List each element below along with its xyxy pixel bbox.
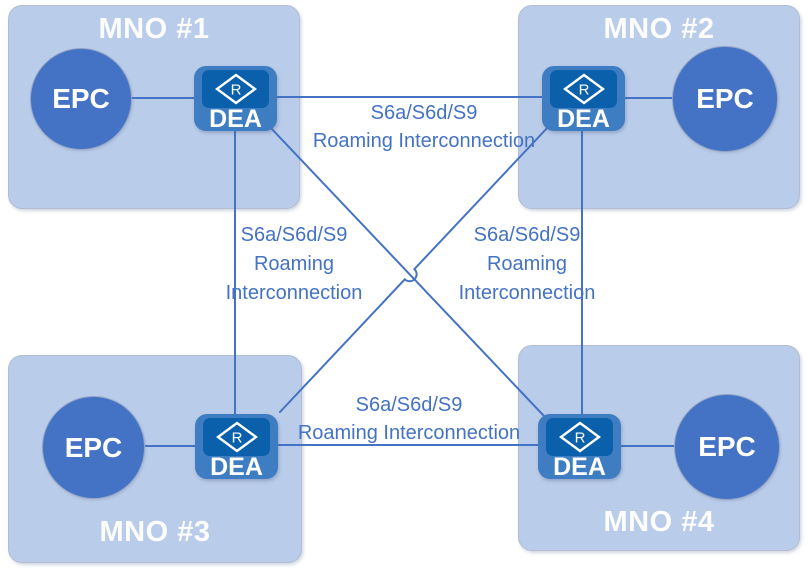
svg-text:R: R: [231, 430, 242, 447]
mno2-title: MNO #2: [603, 13, 715, 45]
dea-router-chip: R: [546, 418, 613, 456]
link-label-line: Roaming: [486, 253, 568, 275]
mno4-dea-node: R DEA: [538, 414, 621, 481]
link-label-line: Roaming Interconnection: [297, 422, 521, 444]
mno3-title: MNO #3: [99, 516, 211, 548]
diamond-r-icon: R: [214, 73, 257, 105]
diamond-r-icon: R: [562, 73, 605, 105]
dea-router-chip: R: [550, 70, 617, 108]
svg-text:R: R: [574, 430, 585, 447]
mno1-dea-node: R DEA: [194, 66, 277, 133]
dea-label: DEA: [553, 453, 606, 481]
mno2-epc-node: EPC: [672, 46, 778, 152]
link-label-line: S6a/S6d/S9: [370, 102, 478, 124]
link-label-line: Roaming Interconnection: [312, 130, 536, 152]
link-label-line: Interconnection: [225, 282, 363, 304]
dea-label: DEA: [557, 105, 610, 133]
link-label-line: S6a/S6d/S9: [473, 224, 581, 246]
mno3-epc-node: EPC: [42, 396, 145, 499]
svg-text:R: R: [230, 82, 241, 99]
diamond-r-icon: R: [215, 421, 258, 453]
mno1-epc-node: EPC: [30, 48, 132, 150]
link-label-left: S6a/S6d/S9 Roaming Interconnection: [226, 221, 363, 308]
mno4-title: MNO #4: [603, 506, 715, 538]
dea-router-chip: R: [203, 418, 270, 456]
dea-label: DEA: [209, 105, 262, 133]
link-label-right: S6a/S6d/S9 Roaming Interconnection: [459, 221, 596, 308]
link-label-top: S6a/S6d/S9 Roaming Interconnection: [313, 99, 535, 155]
svg-text:R: R: [578, 82, 589, 99]
mno1-title: MNO #1: [98, 13, 210, 45]
link-label-line: Interconnection: [458, 282, 596, 304]
dea-label: DEA: [210, 453, 263, 481]
link-label-line: S6a/S6d/S9: [355, 394, 463, 416]
link-label-bottom: S6a/S6d/S9 Roaming Interconnection: [298, 391, 520, 447]
mno4-epc-node: EPC: [674, 394, 780, 500]
mno2-dea-node: R DEA: [542, 66, 625, 133]
mno3-dea-node: R DEA: [195, 414, 278, 481]
diamond-r-icon: R: [558, 421, 601, 453]
link-label-line: S6a/S6d/S9: [240, 224, 348, 246]
link-label-line: Roaming: [253, 253, 335, 275]
dea-router-chip: R: [202, 70, 269, 108]
